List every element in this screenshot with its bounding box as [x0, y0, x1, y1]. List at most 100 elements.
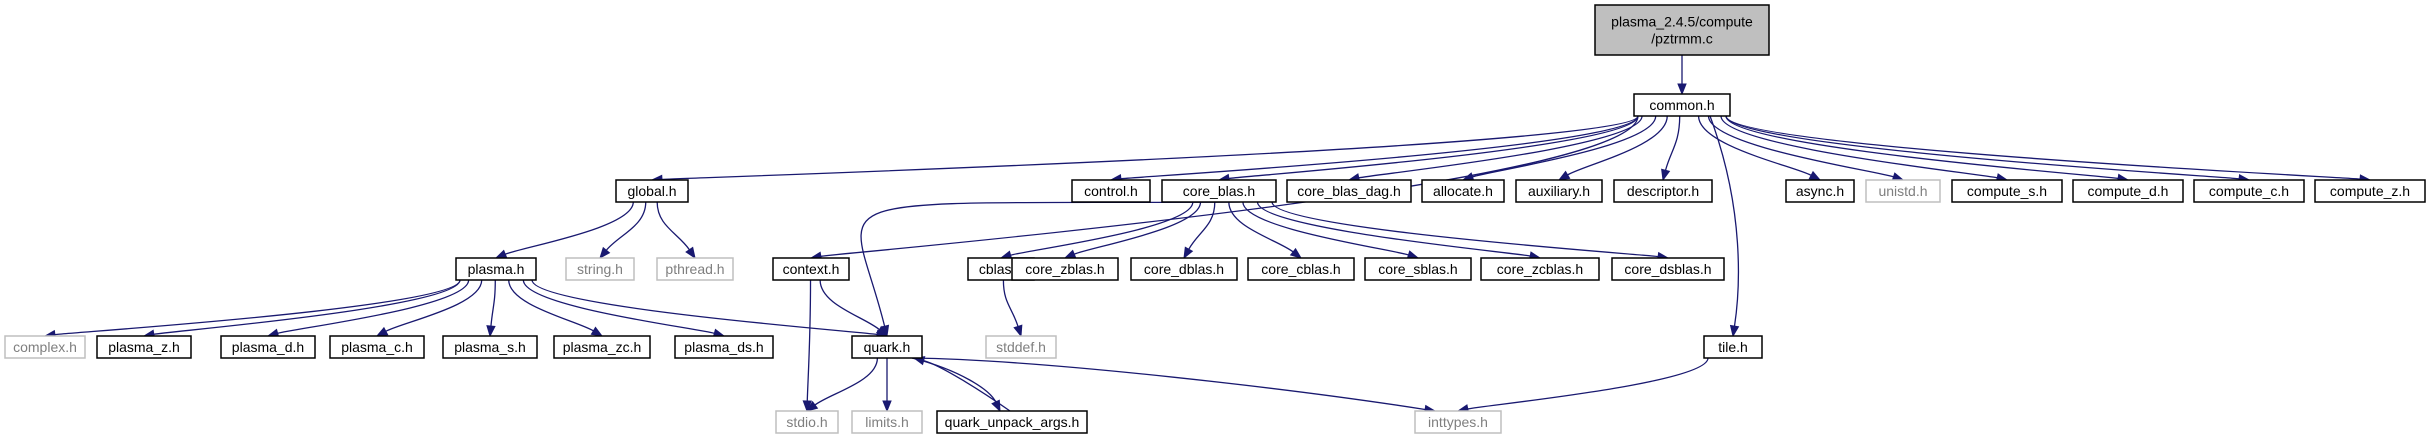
node-quark[interactable]: quark.h	[851, 335, 923, 359]
edge-line	[54, 279, 461, 336]
edges-layer	[43, 54, 2372, 415]
node-allocate[interactable]: allocate.h	[1421, 179, 1505, 203]
edge-line	[1709, 115, 1740, 327]
edge-line	[605, 201, 647, 251]
node-common[interactable]: common.h	[1633, 93, 1731, 117]
node-box	[1421, 179, 1505, 203]
node-global[interactable]: global.h	[615, 179, 689, 203]
node-string: string.h	[565, 257, 635, 281]
node-limits: limits.h	[851, 410, 923, 434]
node-box	[565, 257, 635, 281]
node-label: tile.h	[1718, 339, 1748, 355]
edge-core_blas-to-cblas	[999, 201, 1194, 260]
edge-line	[1228, 201, 1294, 253]
node-plasma-s[interactable]: plasma_s.h	[442, 335, 538, 359]
nodes-layer: plasma_2.4.5/compute/pztrmm.c common.h glo…	[4, 4, 2426, 434]
node-core-cblas[interactable]: core_cblas.h	[1247, 257, 1355, 281]
node-box	[1414, 410, 1502, 434]
edge-line	[1228, 115, 1639, 180]
node-label: compute_d.h	[2088, 183, 2169, 199]
edge-cblas-to-stddef	[1002, 279, 1023, 338]
node-box	[775, 410, 839, 434]
arrowhead-icon	[802, 400, 813, 413]
node-label: core_zcblas.h	[1497, 261, 1583, 277]
arrowhead-icon	[1557, 170, 1571, 181]
node-auxiliary[interactable]: auxiliary.h	[1515, 179, 1603, 203]
arrowhead-icon	[1183, 246, 1194, 260]
edge-line	[1725, 115, 2119, 180]
edge-global-to-string	[599, 201, 647, 260]
edge-line	[1725, 115, 2240, 180]
node-label: quark.h	[864, 339, 911, 355]
node-plasma-z[interactable]: plasma_z.h	[96, 335, 192, 359]
node-label: core_dsblas.h	[1624, 261, 1711, 277]
edge-line	[505, 201, 634, 255]
node-plasma-zc[interactable]: plasma_zc.h	[553, 335, 651, 359]
node-quark-unpack[interactable]: quark_unpack_args.h	[936, 410, 1088, 434]
node-label: context.h	[783, 261, 840, 277]
node-label: allocate.h	[1433, 183, 1493, 199]
node-async[interactable]: async.h	[1785, 179, 1855, 203]
node-box	[851, 410, 923, 434]
node-box	[1633, 93, 1731, 117]
node-core-blas-dag[interactable]: core_blas_dag.h	[1286, 179, 1412, 203]
node-descriptor[interactable]: descriptor.h	[1613, 179, 1713, 203]
node-box	[96, 335, 192, 359]
node-compute-d[interactable]: compute_d.h	[2072, 179, 2184, 203]
node-box	[851, 335, 923, 359]
node-label: /pztrmm.c	[1651, 31, 1712, 47]
edge-global-to-plasma	[494, 201, 634, 259]
node-box	[1951, 179, 2063, 203]
node-tile[interactable]: tile.h	[1703, 335, 1763, 359]
edge-quark-to-inttypes	[911, 357, 1437, 415]
edge-line	[1707, 115, 1894, 178]
arrowhead-icon	[486, 325, 496, 338]
edge-line	[819, 279, 880, 331]
node-label: descriptor.h	[1627, 183, 1699, 199]
node-core-zcblas[interactable]: core_zcblas.h	[1480, 257, 1600, 281]
arrowhead-icon	[494, 249, 508, 259]
node-label: plasma_zc.h	[563, 339, 642, 355]
node-label: plasma_c.h	[341, 339, 413, 355]
node-plasma-ds[interactable]: plasma_ds.h	[674, 335, 774, 359]
node-core-dsblas[interactable]: core_dsblas.h	[1611, 257, 1725, 281]
node-compute-c[interactable]: compute_c.h	[2193, 179, 2305, 203]
edge-core_blas-to-core_dblas	[1183, 201, 1216, 260]
edge-global-to-pthread	[656, 201, 696, 260]
edge-common-to-compute_s	[1720, 115, 2009, 183]
node-control[interactable]: control.h	[1071, 179, 1151, 203]
node-box	[220, 335, 316, 359]
node-label: plasma_d.h	[232, 339, 304, 355]
node-context[interactable]: context.h	[772, 257, 850, 281]
node-core-blas[interactable]: core_blas.h	[1161, 179, 1277, 203]
node-box	[4, 335, 86, 359]
node-plasma[interactable]: plasma.h	[455, 257, 537, 281]
node-stddef: stddef.h	[985, 335, 1057, 359]
node-compute-z[interactable]: compute_z.h	[2314, 179, 2426, 203]
node-inttypes: inttypes.h	[1414, 410, 1502, 434]
edge-common-to-compute_z	[1725, 115, 2372, 184]
edge-line	[385, 279, 483, 332]
node-label: plasma.h	[468, 261, 525, 277]
edge-line	[1567, 115, 1668, 176]
node-plasma-c[interactable]: plasma_c.h	[329, 335, 425, 359]
edge-line	[1073, 201, 1202, 255]
node-box	[329, 335, 425, 359]
edge-line	[1120, 115, 1639, 180]
node-root[interactable]: plasma_2.4.5/compute/pztrmm.c	[1594, 4, 1770, 56]
edge-tile-to-inttypes	[1456, 357, 1709, 414]
edge-line	[656, 201, 690, 251]
edge-line	[1720, 115, 1998, 179]
node-label: quark_unpack_args.h	[945, 414, 1080, 430]
node-core-dblas[interactable]: core_dblas.h	[1130, 257, 1238, 281]
node-label: core_blas.h	[1183, 183, 1255, 199]
node-plasma-d[interactable]: plasma_d.h	[220, 335, 316, 359]
node-box	[772, 257, 850, 281]
node-box	[1011, 257, 1119, 281]
edge-context-to-quark	[819, 279, 889, 337]
node-compute-s[interactable]: compute_s.h	[1951, 179, 2063, 203]
edge-plasma-to-plasma_s	[486, 279, 496, 338]
node-core-zblas[interactable]: core_zblas.h	[1011, 257, 1119, 281]
node-core-sblas[interactable]: core_sblas.h	[1364, 257, 1472, 281]
edge-line	[1358, 115, 1643, 179]
